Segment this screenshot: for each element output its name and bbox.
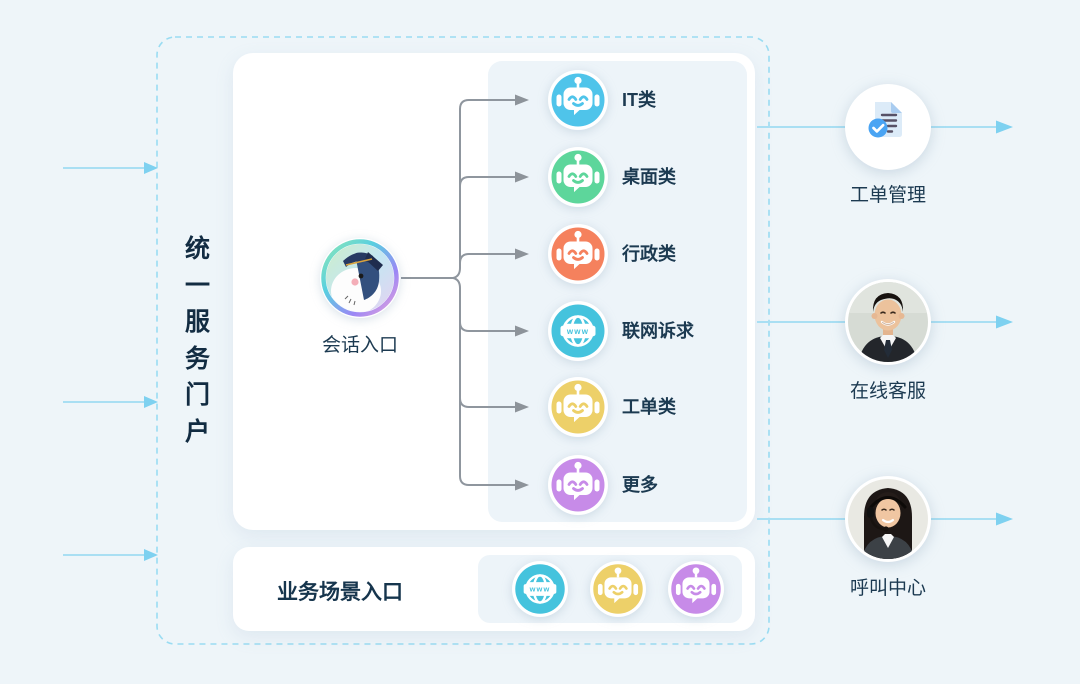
channel-label-ticket-management: 工单管理 [849,185,926,206]
portal-title-char: 一 [185,271,211,300]
male-agent-photo [845,279,931,365]
globe-www-icon: www [548,301,608,361]
portal-vertical-title: 统 一 服 务 门 户 [185,237,210,445]
conversation-entry-label: 会话入口 [321,335,398,356]
svg-text:www: www [566,327,589,336]
channel-node-online-service [845,279,931,365]
category-node-admin [548,224,608,284]
inbound-arrow-lines [63,167,144,556]
business-icon-robot-yellow [590,561,646,617]
portal-title-char: 统 [185,235,211,263]
channel-label-online-service: 在线客服 [849,381,926,402]
ticket-check-document-icon [845,84,931,170]
female-agent-headset-photo [845,476,931,562]
category-node-ticket [548,377,608,437]
category-label-network: 联网诉求 [622,321,694,341]
mascot-avatar [320,238,400,318]
category-node-desktop [548,147,608,207]
globe-www-icon: www [512,561,568,617]
category-list-panel [488,61,747,522]
category-node-network: www [548,301,608,361]
portal-title-char: 服 [185,308,211,336]
channel-node-ticket-management [845,84,931,170]
robot-icon [668,561,724,617]
channel-node-call-center [845,476,931,562]
channel-label-call-center: 呼叫中心 [849,578,926,599]
category-node-it [548,70,608,130]
robot-icon [548,147,608,207]
robot-icon [548,455,608,515]
category-label-ticket: 工单类 [622,397,676,417]
category-node-more [548,455,608,515]
outbound-arrow-heads [996,120,1013,526]
business-entry-label: 业务场景入口 [277,581,403,604]
business-icon-robot-purple [668,561,724,617]
category-label-admin: 行政类 [622,244,676,264]
business-icon-globe: www [512,561,568,617]
robot-icon [548,224,608,284]
robot-icon [548,377,608,437]
category-label-more: 更多 [622,475,658,495]
portal-title-char: 户 [185,417,211,446]
inbound-arrow-heads [144,162,158,561]
conversation-entry-node [319,237,401,319]
portal-title-char: 务 [185,344,211,373]
category-label-it: IT类 [622,90,656,110]
category-label-desktop: 桌面类 [622,167,676,187]
portal-title-char: 门 [185,381,211,409]
robot-icon [590,561,646,617]
robot-icon [548,70,608,130]
svg-text:www: www [529,585,551,594]
